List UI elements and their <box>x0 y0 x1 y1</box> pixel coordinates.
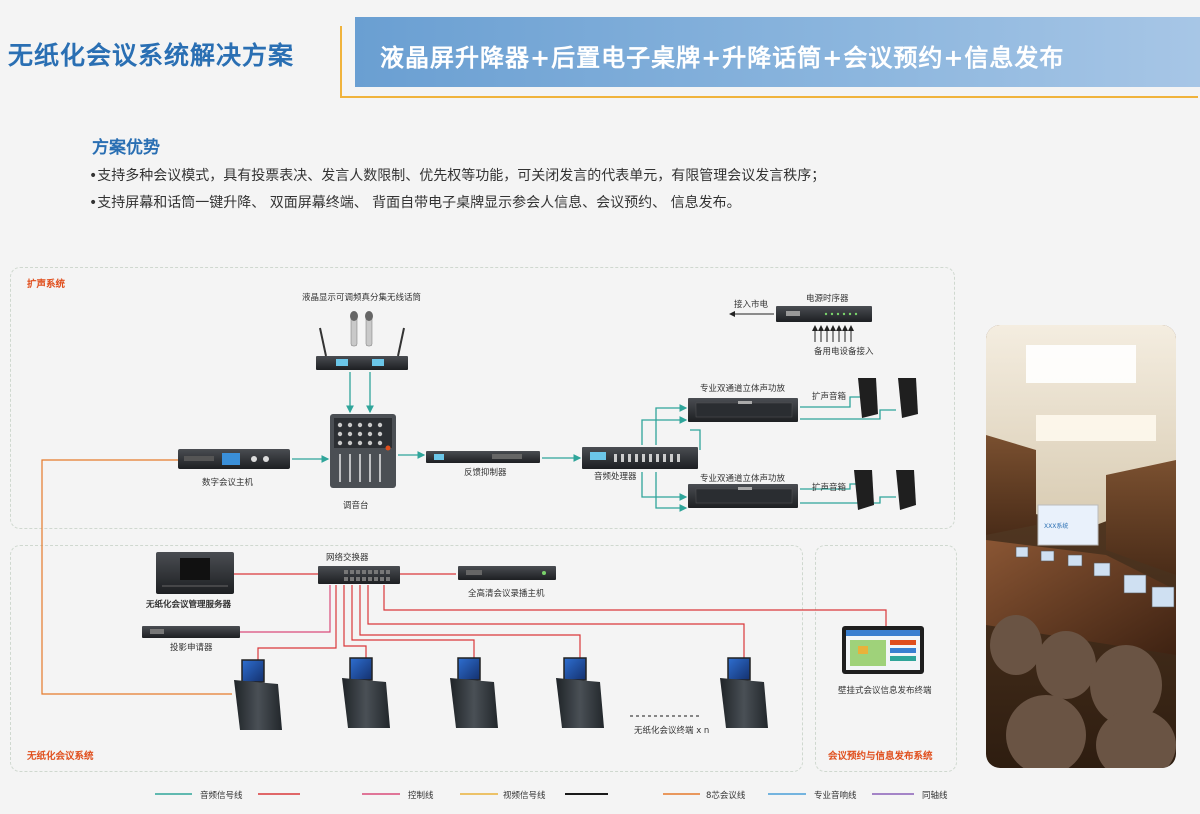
switch-label: 网络交换器 <box>326 553 369 563</box>
legend-video-label: 视频信号线 <box>503 791 546 801</box>
feedback-suppressor <box>426 451 540 463</box>
legend-8core-label: 8芯会议线 <box>706 791 746 801</box>
projector-request-unit <box>142 626 240 638</box>
feedback-label: 反馈抑制器 <box>464 468 507 478</box>
page-title: 无纸化会议系统解决方案 <box>8 41 295 70</box>
power-wires <box>729 311 854 342</box>
amp-2-label: 专业双通道立体声功放 <box>700 474 786 484</box>
wireless-mic-receiver <box>316 311 408 370</box>
legend-audio-label: 音频信号线 <box>200 791 243 801</box>
photo-screen-text: XXX系统 <box>1044 522 1068 530</box>
sound-system-box <box>10 267 955 529</box>
conference-wires <box>41 459 887 695</box>
speaker-pair-2 <box>854 470 916 510</box>
audio-signal-wires <box>292 372 896 512</box>
network-switch <box>318 566 400 584</box>
wireless-mic-label: 液晶显示可调频真分集无线话筒 <box>302 293 422 303</box>
backup-power-label: 备用电设备接入 <box>814 347 874 357</box>
terminal-label: 无纸化会议终端 x n <box>634 726 710 736</box>
legend-control-label: 控制线 <box>408 791 434 801</box>
paperless-system-label: 无纸化会议系统 <box>27 751 94 762</box>
power-sequencer-label: 电源时序器 <box>806 294 849 304</box>
audio-processor-label: 音频处理器 <box>594 472 637 482</box>
mixer-label: 调音台 <box>343 501 369 511</box>
terminal-2 <box>342 657 390 728</box>
conference-room-photo: XXX系统 <box>986 325 1176 768</box>
digital-conference-host <box>178 449 290 469</box>
projector-label: 投影申请器 <box>170 643 213 653</box>
terminal-4 <box>556 657 604 728</box>
header-frame <box>340 26 1198 98</box>
mains-in-label: 接入市电 <box>734 300 769 310</box>
advantages-title: 方案优势 <box>92 138 160 158</box>
terminal-n <box>720 657 768 728</box>
amplifier-2 <box>688 484 798 508</box>
management-server <box>156 552 234 594</box>
advantage-line-2: •支持屏幕和话筒一键升降、 双面屏幕终端、 背面自带电子桌牌显示参会人信息、会议… <box>89 195 741 211</box>
power-sequencer <box>776 306 872 322</box>
recorder-label: 全高清会议录播主机 <box>468 589 545 599</box>
legend-speaker-label: 专业音响线 <box>814 791 857 801</box>
booking-system-label: 会议预约与信息发布系统 <box>828 751 933 762</box>
legend-coax-label: 同轴线 <box>922 791 948 801</box>
wall-terminal-label: 壁挂式会议信息发布终端 <box>838 686 932 696</box>
booking-system-box <box>815 545 957 772</box>
advantage-line-1: •支持多种会议模式，具有投票表决、发言人数限制、优先权等功能，可关闭发言的代表单… <box>89 168 826 184</box>
audio-processor <box>582 447 698 469</box>
recorder-host <box>458 566 556 580</box>
terminal-3 <box>450 657 498 728</box>
server-label: 无纸化会议管理服务器 <box>146 600 232 610</box>
header-subtitle: 液晶屏升降器+后置电子桌牌+升降话筒+会议预约+信息发布 <box>380 44 1065 72</box>
amplifier-1 <box>688 398 798 422</box>
sound-system-label: 扩声系统 <box>27 279 66 290</box>
speaker-2-label: 扩声音箱 <box>812 483 847 493</box>
speaker-1-label: 扩声音箱 <box>812 392 847 402</box>
speaker-pair-1 <box>858 378 918 418</box>
digital-host-label: 数字会议主机 <box>202 478 254 488</box>
header-banner <box>355 17 1200 87</box>
terminal-1 <box>234 659 282 730</box>
paperless-system-box <box>10 545 803 772</box>
wall-info-terminal <box>842 626 924 674</box>
amp-1-label: 专业双通道立体声功放 <box>700 384 786 394</box>
mixer <box>330 414 396 488</box>
